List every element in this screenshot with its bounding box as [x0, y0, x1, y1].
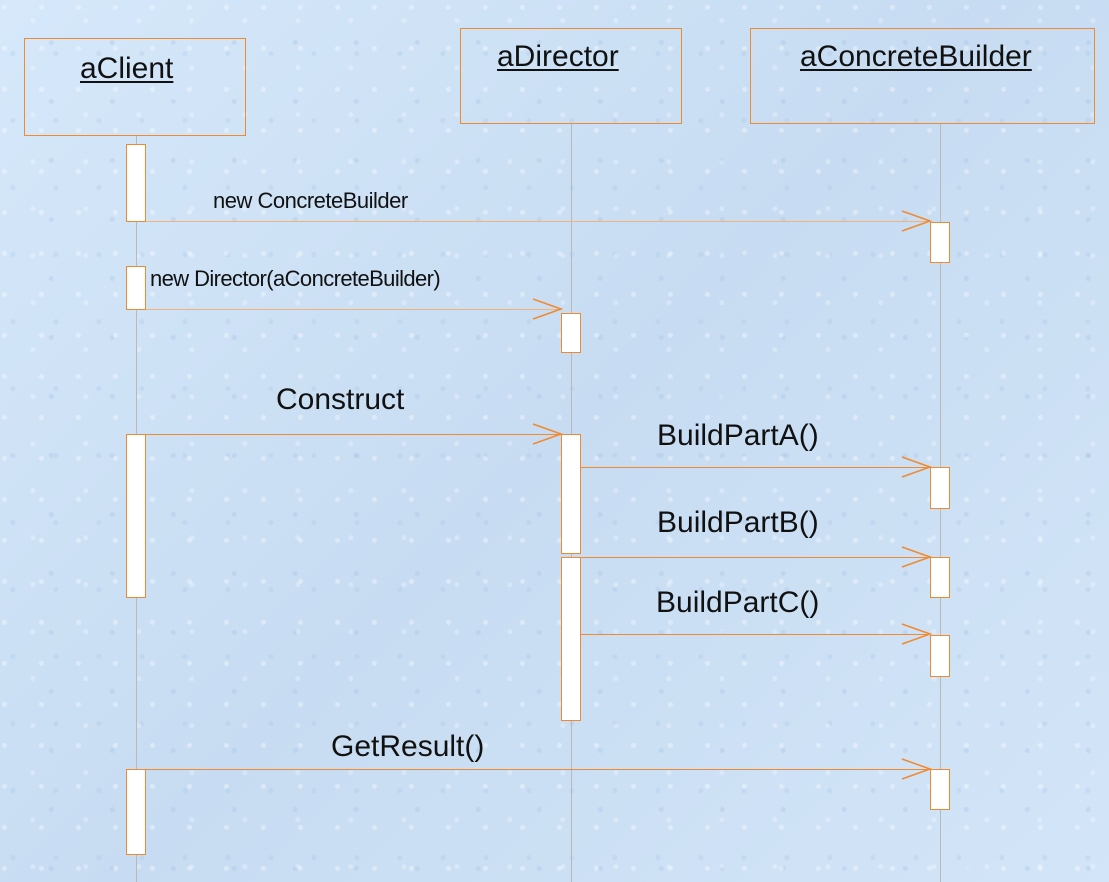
activation-adirector-1 [561, 313, 581, 353]
activation-aconcretebuilder-3 [930, 557, 950, 598]
message-label-new-director: new Director(aConcreteBuilder) [150, 266, 441, 291]
activation-adirector-2 [561, 434, 581, 554]
message-line-buildpartb [581, 557, 930, 558]
lifeline-name-adirector: aDirector [497, 40, 619, 73]
message-arrowhead-buildpartc [901, 623, 932, 645]
message-arrowhead-construct [532, 423, 563, 445]
activation-aclient-1 [126, 144, 146, 222]
message-label-buildparta: BuildPartA() [657, 419, 819, 452]
lifeline-box-adirector [460, 28, 682, 124]
message-line-buildpartc [581, 634, 930, 635]
message-line-new-concretebuilder [146, 221, 930, 222]
message-line-getresult [146, 769, 930, 770]
message-label-new-concretebuilder: new ConcreteBuilder [213, 188, 408, 213]
message-line-construct [146, 434, 561, 435]
activation-aconcretebuilder-5 [930, 769, 950, 810]
message-arrowhead-new-director [532, 298, 563, 320]
message-arrowhead-buildpartb [901, 546, 932, 568]
activation-aconcretebuilder-4 [930, 635, 950, 677]
activation-aconcretebuilder-2 [930, 467, 950, 509]
message-line-buildparta [581, 467, 930, 468]
message-arrowhead-new-concretebuilder [901, 210, 932, 232]
activation-adirector-3 [561, 557, 581, 721]
message-line-new-director [146, 309, 561, 310]
message-arrowhead-getresult [901, 758, 932, 780]
activation-aclient-3 [126, 434, 146, 598]
message-label-buildpartb: BuildPartB() [657, 506, 819, 539]
activation-aclient-2 [126, 266, 146, 310]
activation-aconcretebuilder-1 [930, 222, 950, 263]
activation-aclient-4 [126, 769, 146, 855]
lifeline-name-aclient: aClient [80, 52, 174, 85]
lifeline-box-aclient [24, 38, 246, 136]
message-label-buildpartc: BuildPartC() [656, 586, 820, 619]
lifeline-box-aconcretebuilder [750, 28, 1095, 124]
message-label-getresult: GetResult() [331, 730, 485, 763]
message-arrowhead-buildparta [901, 456, 932, 478]
message-label-construct: Construct [276, 383, 405, 416]
lifeline-name-aconcretebuilder: aConcreteBuilder [800, 40, 1032, 73]
